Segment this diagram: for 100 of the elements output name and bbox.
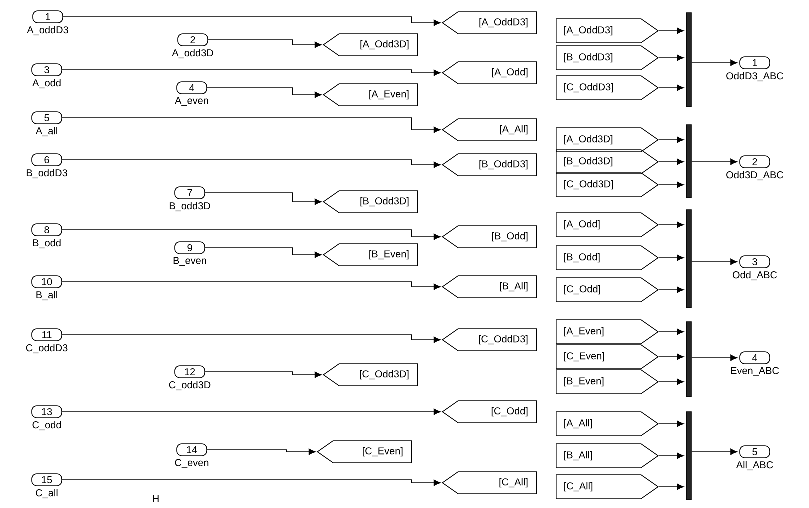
port-label: B_even — [174, 257, 206, 266]
arrow — [658, 28, 684, 34]
from-tag: [C_Odd3D] — [556, 172, 660, 198]
from-tag: [B_All] — [556, 444, 660, 468]
port-label: A_even — [175, 97, 208, 106]
port-label: C_all — [36, 489, 58, 499]
port-label: C_odd3D — [169, 381, 211, 391]
arrow — [692, 448, 738, 456]
from-tag: [B_OddD3] — [556, 46, 660, 70]
arrow — [63, 16, 441, 26]
arrow — [658, 328, 684, 336]
inport-block: 14 — [176, 444, 208, 456]
goto-tag: [B_OddD3] — [442, 154, 537, 176]
arrow — [658, 182, 684, 188]
arrow — [658, 222, 684, 228]
from-tag: [C_OddD3] — [556, 76, 660, 100]
arrow — [62, 408, 441, 416]
port-label: B_odd — [33, 239, 61, 249]
port-label: A_odd3D — [172, 49, 214, 59]
mux-bar — [686, 322, 692, 398]
from-tag: [A_Odd3D] — [556, 128, 660, 152]
arrow — [692, 60, 738, 66]
port-label: A_all — [36, 127, 58, 137]
arrow — [62, 282, 441, 290]
from-tag: [B_Even] — [556, 370, 660, 394]
arrow — [658, 378, 684, 386]
outport-block: 5 — [740, 446, 770, 458]
port-label: Even_ABC — [731, 367, 780, 376]
arrow — [658, 84, 684, 92]
arrow — [62, 480, 441, 486]
arrow — [658, 354, 684, 360]
port-label: B_all — [36, 291, 58, 301]
goto-tag: [A_Even] — [322, 84, 418, 106]
goto-tag: [C_All] — [442, 472, 537, 494]
port-label: B_oddD3 — [26, 169, 68, 179]
port-label: C_oddD3 — [26, 344, 68, 354]
from-tag: [A_Odd] — [556, 212, 660, 238]
goto-tag: [A_OddD3] — [442, 12, 537, 34]
from-tag: [C_All] — [556, 474, 660, 500]
arrow — [658, 54, 684, 62]
inport-block: 4 — [176, 82, 208, 94]
arrow — [62, 160, 441, 168]
inport-block: 6 — [32, 154, 62, 166]
arrow — [658, 484, 684, 490]
goto-tag: [C_OddD3] — [442, 328, 537, 352]
port-label: Odd3D_ABC — [726, 171, 784, 181]
arrow — [658, 452, 684, 460]
inport-block: 1 — [32, 10, 64, 24]
arrow — [658, 136, 684, 144]
inport-block: 2 — [178, 34, 208, 46]
goto-tag: [B_Odd] — [442, 226, 537, 248]
note-label: H — [153, 496, 159, 502]
arrow — [62, 334, 441, 344]
port-label: C_even — [175, 459, 209, 468]
arrow — [692, 158, 738, 166]
mux-bar — [686, 210, 692, 308]
inport-block: 11 — [32, 328, 62, 342]
goto-tag: [B_Odd3D] — [322, 190, 418, 214]
goto-tag: [C_Even] — [316, 440, 412, 464]
arrow — [62, 118, 441, 134]
inport-block: 3 — [32, 64, 62, 76]
from-tag: [C_Odd] — [556, 278, 660, 302]
port-label: A_odd — [32, 79, 61, 89]
port-label: C_odd — [32, 421, 62, 431]
from-tag: [C_Even] — [556, 344, 660, 370]
mux-bar — [686, 124, 692, 198]
outport-block: 1 — [740, 56, 770, 70]
from-tag: [B_Odd3D] — [556, 150, 660, 174]
arrow — [692, 354, 738, 362]
inport-block: 5 — [32, 112, 62, 124]
inport-block: 12 — [174, 366, 206, 378]
inport-block: 7 — [174, 186, 206, 200]
arrow — [207, 88, 322, 98]
mux-bar — [686, 412, 692, 500]
port-label: B_odd3D — [170, 202, 210, 212]
arrow — [62, 70, 441, 76]
from-tag: [A_Even] — [556, 320, 660, 344]
inport-block: 15 — [32, 474, 62, 486]
goto-tag: [C_Odd] — [442, 400, 537, 424]
arrow — [658, 420, 684, 428]
goto-tag: [B_Even] — [322, 244, 418, 266]
arrow — [658, 254, 684, 262]
from-tag: [A_OddD3] — [556, 18, 660, 44]
goto-tag: [A_Odd3D] — [322, 34, 418, 56]
outport-block: 2 — [740, 156, 770, 168]
inport-block: 13 — [32, 406, 62, 418]
inport-block: 9 — [174, 242, 206, 254]
goto-tag: [C_Odd3D] — [322, 364, 418, 386]
arrow — [205, 192, 322, 206]
arrow — [205, 248, 322, 258]
port-label: Odd_ABC — [732, 271, 778, 281]
arrow — [62, 230, 441, 240]
from-tag: [B_Odd] — [556, 246, 660, 270]
arrow — [205, 372, 322, 378]
arrow — [658, 158, 684, 166]
goto-tag: [A_Odd] — [442, 62, 537, 84]
port-label: A_oddD3 — [27, 26, 68, 36]
arrow — [658, 286, 684, 294]
arrow — [692, 258, 738, 266]
port-label: OddD3_ABC — [726, 72, 784, 82]
